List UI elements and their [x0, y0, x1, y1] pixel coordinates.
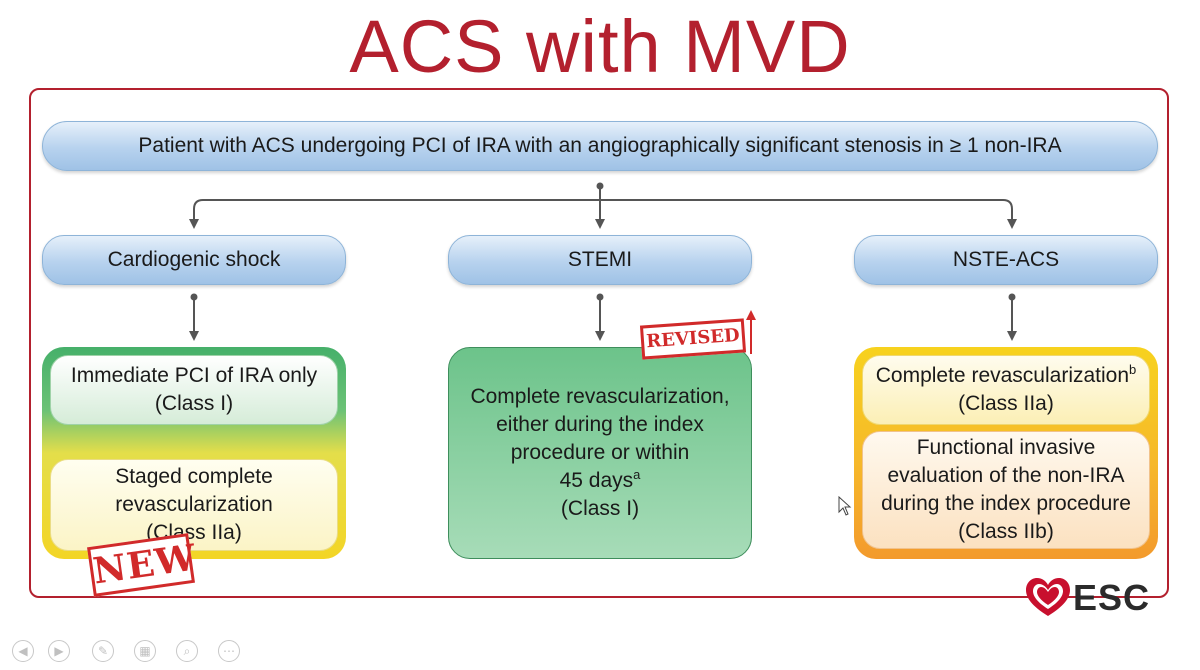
- nste-recommendations: Complete revascularizationb (Class IIa) …: [854, 347, 1158, 559]
- recommendation-line: procedure or within: [510, 441, 690, 464]
- recommendation-class: (Class I): [154, 392, 234, 415]
- recommendation-text: Functional invasive evaluation of the no…: [881, 436, 1131, 515]
- footnote-marker: b: [1129, 362, 1137, 377]
- patient-criteria-node: Patient with ACS undergoing PCI of IRA w…: [42, 121, 1158, 171]
- footnote-marker: a: [633, 467, 641, 482]
- slide-title: ACS with MVD: [349, 5, 851, 88]
- recommendation-text: Staged complete revascularization: [115, 465, 273, 516]
- esc-logo-text: ESC: [1073, 577, 1151, 618]
- slides-icon[interactable]: ▦: [134, 640, 156, 662]
- mouse-cursor-icon: [838, 496, 852, 516]
- revised-stamp: REVISED: [639, 318, 747, 360]
- prev-icon[interactable]: ◀: [12, 640, 34, 662]
- recommendation-line: Complete revascularization,: [470, 385, 730, 408]
- flowchart-frame: [29, 88, 1169, 598]
- connector-branch-right: [600, 199, 1017, 229]
- recommendation-text: Immediate PCI of IRA only: [70, 364, 318, 387]
- recommendation-line: 45 daysa: [559, 467, 641, 492]
- recommendation-class: (Class IIb): [958, 520, 1054, 543]
- pen-icon[interactable]: ✎: [92, 640, 114, 662]
- shock-recommendation-staged: Staged complete revascularization (Class…: [50, 459, 338, 551]
- recommendation-class: (Class I): [560, 497, 640, 520]
- stemi-recommendation: Complete revascularization, either durin…: [448, 347, 752, 559]
- shock-recommendations: Immediate PCI of IRA only (Class I) Stag…: [42, 347, 346, 559]
- branch-stemi: STEMI: [448, 235, 752, 285]
- next-icon[interactable]: ▶: [48, 640, 70, 662]
- nste-recommendation-complete: Complete revascularizationb (Class IIa): [862, 355, 1150, 425]
- arrow-up-icon: [746, 310, 756, 354]
- branch-nste-acs: NSTE-ACS: [854, 235, 1158, 285]
- branch-cardiogenic-shock: Cardiogenic shock: [42, 235, 346, 285]
- connector-branch-left: [189, 199, 600, 229]
- recommendation-text: Complete revascularizationb: [875, 362, 1137, 387]
- recommendation-line: either during the index: [496, 413, 704, 436]
- nste-recommendation-functional: Functional invasive evaluation of the no…: [862, 431, 1150, 549]
- recommendation-class: (Class IIa): [958, 392, 1054, 415]
- more-icon[interactable]: ⋯: [218, 640, 240, 662]
- esc-heart-icon: [1026, 578, 1070, 616]
- shock-recommendation-immediate-pci: Immediate PCI of IRA only (Class I): [50, 355, 338, 425]
- zoom-icon[interactable]: ⌕: [176, 640, 198, 662]
